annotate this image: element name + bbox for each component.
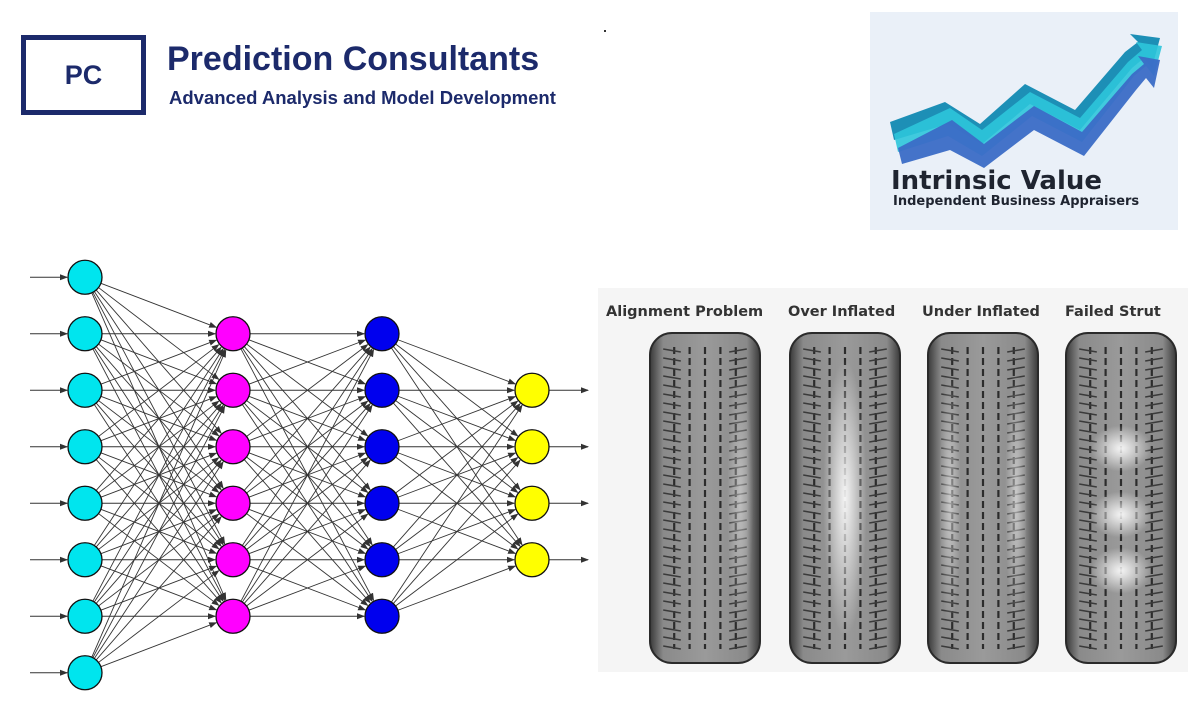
layer-1-node [67, 316, 103, 352]
connection-edge [98, 570, 220, 663]
company-tagline: Advanced Analysis and Model Development [169, 87, 556, 108]
layer-3-node [364, 485, 400, 521]
stray-dot [604, 30, 606, 32]
layer-4-node [514, 542, 550, 578]
company-name: Prediction Consultants [167, 40, 540, 78]
tire-label-under-inflated: Under Inflated [922, 304, 1040, 320]
connection-edge [95, 516, 222, 661]
layer-1-node [67, 542, 103, 578]
connection-edge [95, 346, 222, 491]
layer-4-node [514, 485, 550, 521]
connection-edge [395, 513, 519, 607]
connection-edge [246, 513, 369, 607]
layer-1-node [67, 259, 103, 295]
layer-3-node [364, 598, 400, 634]
layer-3-node [364, 542, 400, 578]
connection-edge [100, 282, 218, 328]
layer-1-node [67, 485, 103, 521]
connection-edge [392, 402, 521, 548]
connection-edge [92, 405, 226, 658]
intrinsic-value-name: Intrinsic Value [891, 166, 1103, 196]
layer-1-node [67, 598, 103, 634]
pc-logo-text: PC [64, 59, 103, 90]
layer-3-node [364, 372, 400, 408]
connection-edge [395, 400, 519, 494]
tire-cupping [1065, 332, 1177, 664]
connection-edge [98, 344, 220, 437]
tire-center [789, 332, 901, 664]
pc-logo: PC [21, 35, 146, 115]
connection-edge [93, 460, 224, 659]
connection-edge [243, 346, 371, 491]
layer-1-node [67, 429, 103, 465]
connection-edge [392, 459, 521, 604]
layer-1-node [67, 655, 103, 691]
tire-edges [927, 332, 1039, 664]
connection-edge [100, 622, 218, 668]
layer-3-node [364, 316, 400, 352]
connection-edge [397, 565, 517, 611]
neural-network-diagram [30, 259, 589, 691]
layer-2-node [215, 598, 251, 634]
connection-edge [391, 404, 523, 603]
layer-1-node [67, 372, 103, 408]
connection-edge [92, 348, 226, 602]
tire-label-failed-strut: Failed Strut [1065, 304, 1161, 320]
connection-edge [240, 348, 375, 602]
trend-arrow-icon [890, 34, 1162, 168]
layer-4-node [514, 372, 550, 408]
connection-edge [100, 339, 218, 385]
connection-edge [243, 459, 371, 604]
connection-edge [397, 396, 517, 442]
tire-images [649, 332, 1177, 664]
layer-4-node [514, 429, 550, 465]
layer-2-node [215, 316, 251, 352]
tire-alignment [649, 332, 761, 664]
connection-edge [91, 349, 227, 658]
connection-edge [241, 347, 373, 546]
intrinsic-value-tagline: Independent Business Appraisers [893, 194, 1140, 209]
tire-label-alignment: Alignment Problem [606, 304, 764, 320]
layer-2-node [215, 485, 251, 521]
tire-label-over-inflated: Over Inflated [788, 304, 896, 320]
layer-3-node [364, 429, 400, 465]
layer-2-node [215, 372, 251, 408]
connection-edge [248, 339, 367, 385]
connection-edge [248, 565, 367, 611]
connection-edge [93, 347, 224, 546]
connection-edge [246, 344, 369, 437]
layer-2-node [215, 542, 251, 578]
connection-edge [397, 339, 517, 385]
connection-edge [241, 404, 373, 603]
layer-2-node [215, 429, 251, 465]
